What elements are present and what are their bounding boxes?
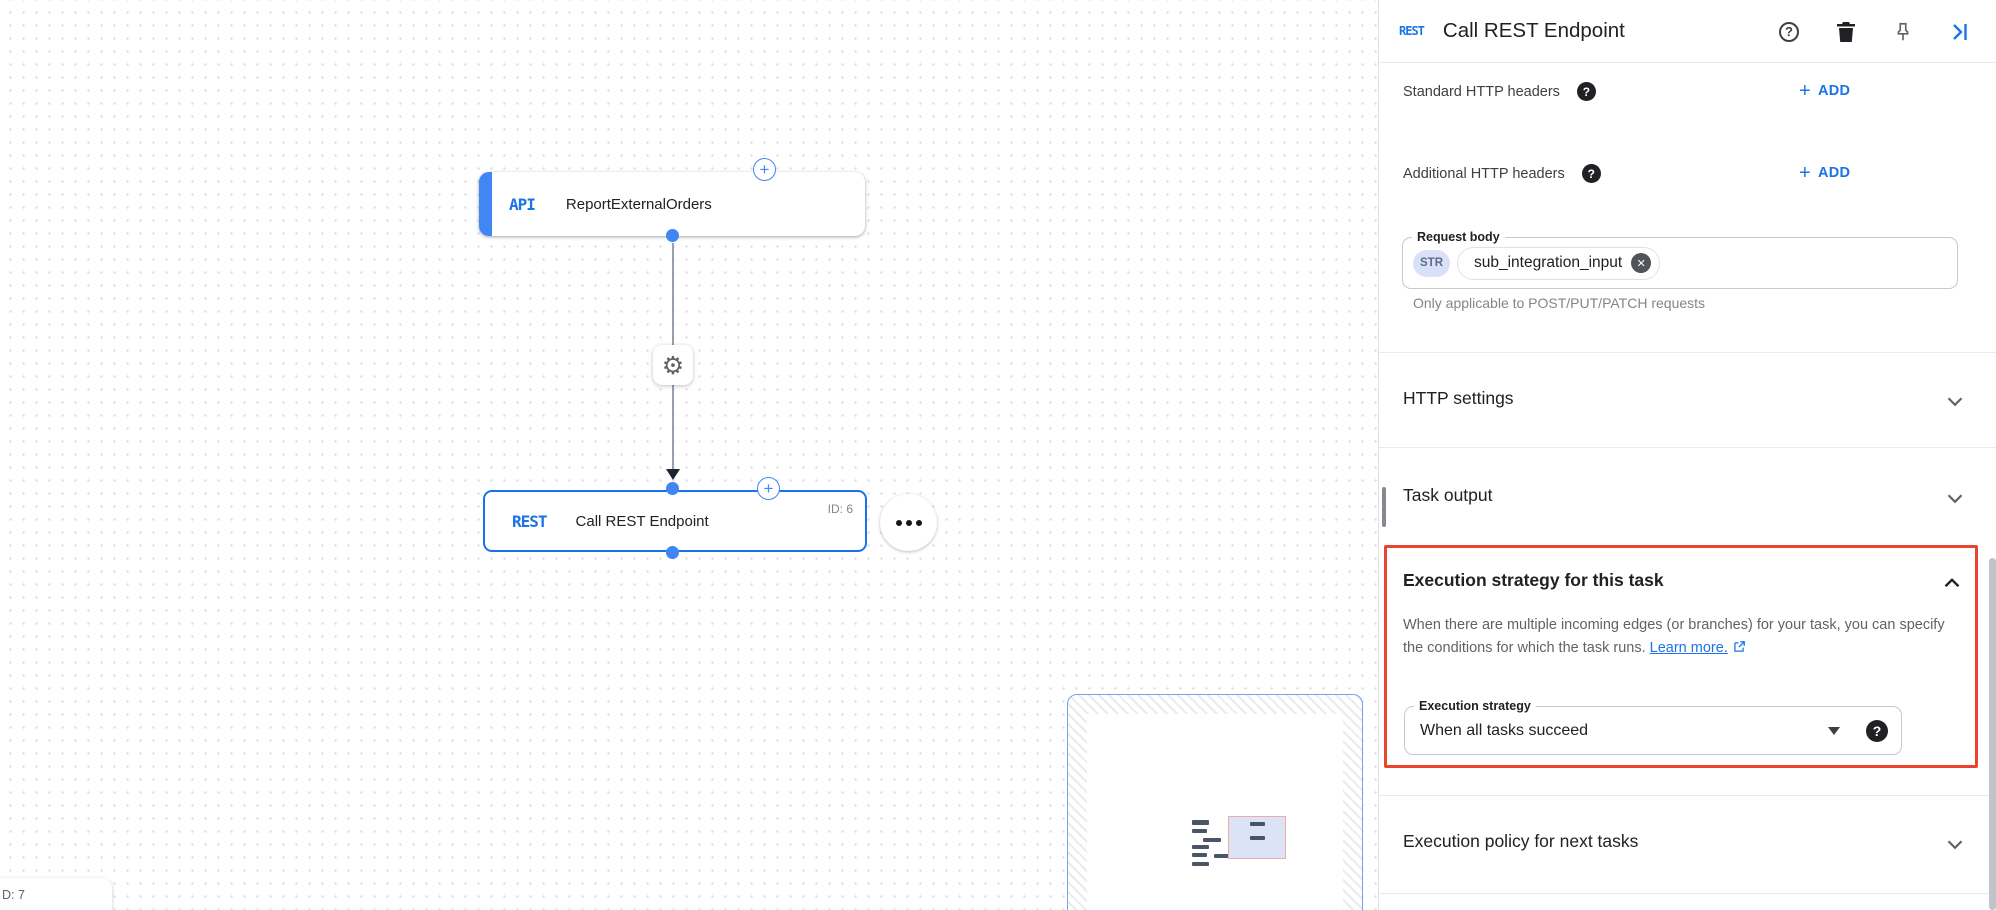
chevron-up-icon (1939, 570, 1965, 596)
remove-value-button[interactable]: ✕ (1631, 253, 1652, 273)
trash-icon (1837, 21, 1855, 42)
help-icon: ? (1779, 21, 1799, 42)
api-badge: API (509, 194, 536, 214)
edge-arrowhead-icon (666, 469, 680, 480)
divider (1379, 893, 1996, 894)
partial-node[interactable]: D: 7 (0, 878, 112, 910)
rest-badge: REST (1399, 24, 1425, 38)
trigger-node-report-external-orders[interactable]: API ReportExternalOrders (479, 172, 865, 236)
task-config-panel: REST Call REST Endpoint ? (1378, 0, 1996, 910)
add-standard-header-button[interactable]: + ADD (1799, 80, 1851, 102)
dot-icon (895, 519, 902, 526)
execution-strategy-description: When there are multiple incoming edges (… (1403, 614, 1965, 662)
execution-strategy-field-label: Execution strategy (1414, 699, 1536, 714)
minimap-node-bar (1214, 854, 1230, 858)
chevron-down-icon (1942, 831, 1968, 857)
minimap-node-bar (1192, 820, 1209, 825)
trigger-output-connector[interactable] (666, 229, 679, 242)
rest-input-connector[interactable] (666, 482, 679, 495)
help-icon[interactable]: ? (1581, 164, 1601, 183)
execution-policy-title: Execution policy for next tasks (1403, 831, 1639, 851)
collapse-right-icon (1953, 23, 1967, 40)
plus-icon: + (1799, 162, 1811, 184)
edge-condition-button[interactable]: ⚙ (653, 345, 693, 385)
minimap-panel[interactable] (1067, 694, 1363, 910)
minimap-node-bar (1250, 836, 1265, 840)
http-settings-title: HTTP settings (1403, 388, 1514, 408)
execution-strategy-dropdown[interactable]: Execution strategy When all tasks succee… (1404, 699, 1902, 755)
rest-output-connector[interactable] (666, 546, 679, 559)
workflow-canvas[interactable]: API ReportExternalOrders + ⚙ REST Call R… (0, 0, 1378, 910)
minimap-node-bar (1203, 838, 1221, 842)
description-text: When there are multiple incoming edges (… (1403, 617, 1945, 656)
dot-icon (915, 519, 922, 526)
divider (1379, 352, 1996, 353)
standard-headers-row: Standard HTTP headers ? (1403, 82, 1596, 101)
dot-icon (905, 519, 912, 526)
add-label: ADD (1817, 83, 1851, 99)
divider (1379, 447, 1996, 448)
minimap-node-bar (1192, 829, 1207, 833)
request-body-value: sub_integration_input (1474, 254, 1623, 271)
rest-node-label: Call REST Endpoint (575, 512, 709, 530)
panel-header-actions: ? (1777, 0, 1972, 63)
additional-headers-row: Additional HTTP headers ? (1403, 164, 1601, 183)
execution-strategy-title: Execution strategy for this task (1403, 570, 1664, 590)
learn-more-link[interactable]: Learn more. (1649, 640, 1728, 656)
help-icon[interactable]: ? (1866, 719, 1888, 742)
request-body-label: Request body (1412, 230, 1505, 245)
minimap-inner (1087, 714, 1343, 910)
help-button[interactable]: ? (1777, 20, 1801, 44)
close-icon: ✕ (1636, 257, 1646, 270)
request-body-field[interactable]: Request body STR sub_integration_input ✕ (1402, 230, 1958, 289)
panel-header: REST Call REST Endpoint ? (1379, 0, 1996, 63)
minimap-viewport[interactable] (1228, 816, 1286, 859)
pin-icon (1897, 22, 1909, 40)
divider (1379, 795, 1996, 796)
add-label: ADD (1817, 165, 1851, 181)
execution-policy-section[interactable]: Execution policy for next tasks (1379, 795, 1996, 893)
http-settings-section[interactable]: HTTP settings (1379, 352, 1996, 447)
collapse-panel-button[interactable] (1948, 20, 1972, 44)
add-task-plus-button[interactable]: + (753, 158, 776, 181)
chevron-down-icon (1942, 388, 1968, 414)
panel-inner-scrollbar[interactable] (1382, 487, 1386, 527)
minimap-node-bar (1192, 862, 1209, 866)
more-options-button[interactable] (880, 494, 937, 551)
standard-headers-label: Standard HTTP headers (1403, 83, 1560, 100)
request-body-value-chip[interactable]: sub_integration_input ✕ (1457, 246, 1661, 280)
execution-strategy-value: When all tasks succeed (1420, 721, 1589, 739)
external-link-icon (1732, 639, 1746, 662)
panel-title: Call REST Endpoint (1442, 19, 1625, 42)
task-output-title: Task output (1403, 485, 1493, 505)
minimap-node-bar (1192, 853, 1207, 857)
delete-task-button[interactable] (1834, 20, 1858, 44)
string-type-chip: STR (1413, 249, 1450, 277)
request-body-helper: Only applicable to POST/PUT/PATCH reques… (1413, 295, 1706, 311)
add-task-plus-button-rest[interactable]: + (757, 477, 780, 500)
minimap-node-bar (1250, 822, 1265, 826)
minimap-node-bar (1192, 845, 1209, 849)
help-icon[interactable]: ? (1576, 82, 1596, 101)
partial-node-id-label: D: 7 (2, 888, 25, 902)
trigger-accent-bar (479, 172, 492, 236)
rest-badge: REST (512, 511, 548, 531)
chevron-down-icon (1942, 485, 1968, 511)
rest-node-call-rest-endpoint[interactable]: REST Call REST Endpoint ID: 6 (483, 490, 867, 552)
gear-icon: ⚙ (661, 350, 685, 380)
task-output-section[interactable]: Task output (1379, 447, 1996, 545)
additional-headers-label: Additional HTTP headers (1403, 165, 1565, 182)
task-id-label: ID: 6 (827, 502, 853, 516)
add-additional-header-button[interactable]: + ADD (1799, 162, 1851, 184)
plus-icon: + (1799, 80, 1811, 102)
trigger-node-label: ReportExternalOrders (565, 195, 712, 213)
pin-panel-button[interactable] (1891, 20, 1915, 44)
dropdown-caret-icon (1828, 726, 1840, 735)
panel-scrollbar[interactable] (1989, 558, 1996, 910)
execution-strategy-section-header[interactable]: Execution strategy for this task (1379, 556, 1996, 598)
